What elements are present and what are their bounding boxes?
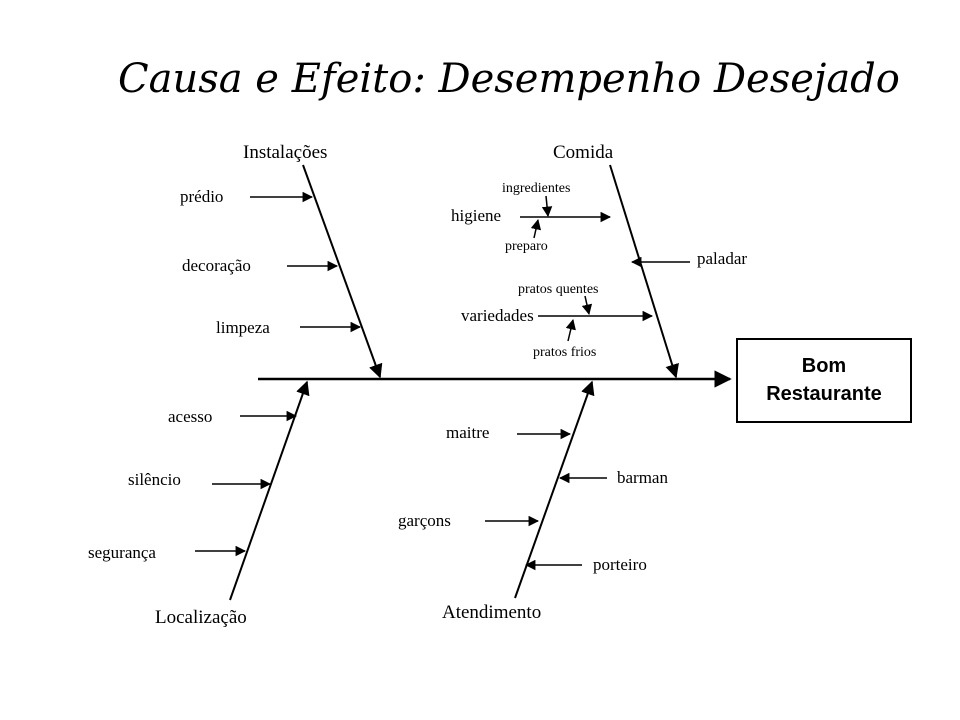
sub-preparo-arrow — [530, 218, 542, 239]
sub-preparo-label: preparo — [505, 239, 548, 254]
cause-garcons-label: garçons — [398, 511, 451, 530]
cause-seguranca-label: segurança — [88, 543, 156, 562]
cause-paladar-label: paladar — [697, 249, 747, 268]
cause-porteiro-label: porteiro — [593, 555, 647, 574]
cause-limpeza-label: limpeza — [216, 318, 270, 337]
branch-localizacao — [229, 380, 310, 601]
category-atendimento-label: Atendimento — [442, 602, 541, 623]
cause-decoracao-label: decoração — [182, 256, 251, 275]
category-localizacao-label: Localização — [155, 607, 247, 628]
cause-higiene-label: higiene — [451, 206, 501, 225]
branch-comida — [609, 164, 679, 379]
sub-ingredientes-arrow — [541, 195, 553, 218]
branch-instalacoes — [302, 164, 383, 379]
effect-label-line1: Bom — [802, 355, 846, 377]
cause-variedades-label: variedades — [461, 306, 534, 325]
category-comida-label: Comida — [553, 142, 614, 163]
cause-acesso-label: acesso — [168, 407, 212, 426]
cause-predio-label: prédio — [180, 187, 223, 206]
cause-maitre-label: maitre — [446, 423, 489, 442]
category-instalacoes-label: Instalações — [243, 142, 327, 163]
sub-pratos-frios-arrow — [565, 318, 576, 342]
sub-ingredientes-label: ingredientes — [502, 181, 570, 196]
effect-box — [736, 338, 912, 423]
effect-label-line2: Restaurante — [766, 383, 882, 405]
cause-barman-label: barman — [617, 468, 668, 487]
cause-silencio-label: silêncio — [128, 470, 181, 489]
sub-pratos-quentes-arrow — [581, 295, 593, 316]
sub-pratos-frios-label: pratos frios — [533, 345, 596, 360]
sub-pratos-quentes-label: pratos quentes — [518, 282, 598, 297]
page-title: Causa e Efeito: Desempenho Desejado — [118, 56, 900, 102]
